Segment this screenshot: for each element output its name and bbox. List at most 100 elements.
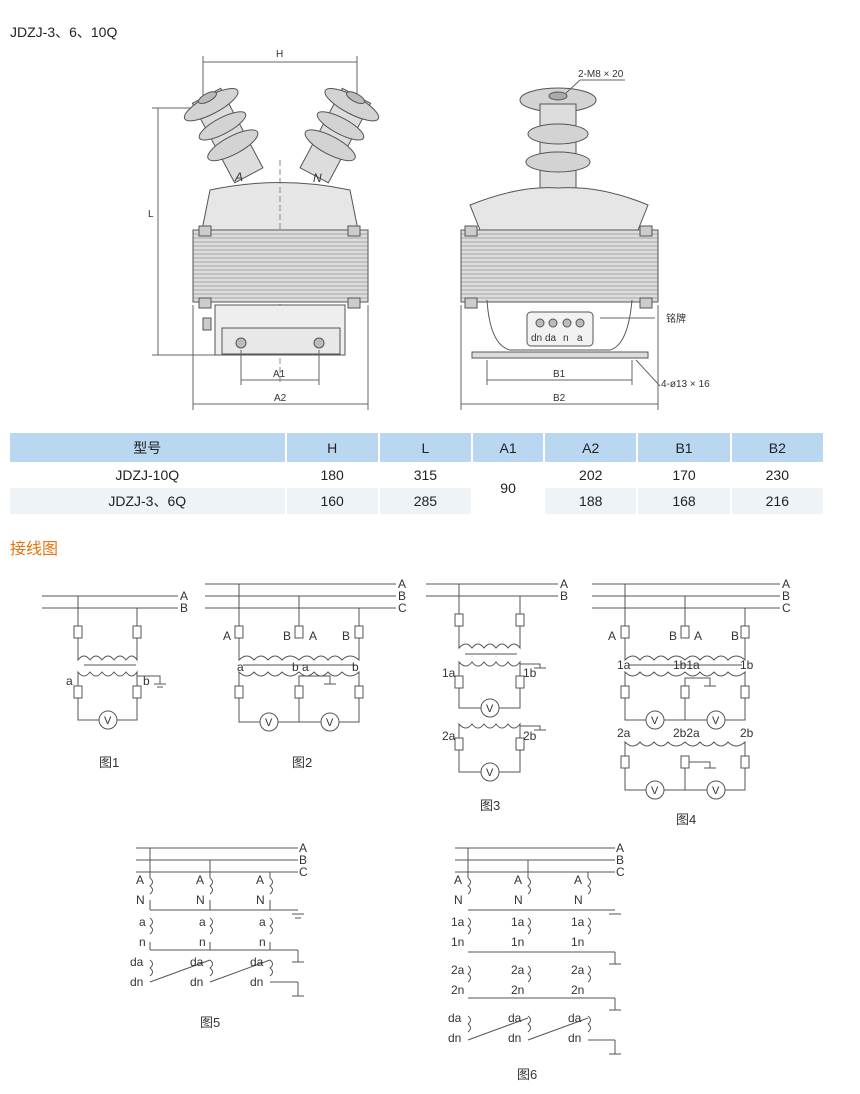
fig3-1b: 1b — [523, 666, 537, 680]
fig6-N-2: N — [514, 893, 523, 907]
fig1-voltmeter: V — [104, 715, 112, 727]
fig6-N-3: N — [574, 893, 583, 907]
fig2-a: a — [237, 660, 244, 674]
spec-table: 型号 H L A1 A2 B1 B2 JDZJ-10Q 180 315 90 2… — [10, 433, 826, 514]
fig6-2a-2: 2a — [511, 963, 525, 977]
cell-h: 180 — [285, 462, 380, 488]
fig5-a-1: a — [139, 915, 146, 929]
fig4-voltmeter-3: V — [651, 785, 659, 797]
fig3-voltmeter-1: V — [486, 703, 494, 715]
col-l: L — [378, 433, 474, 462]
fig5-N-2: N — [196, 893, 205, 907]
cell-l: 285 — [378, 488, 474, 514]
fig5-a-3: a — [259, 915, 266, 929]
fig3-2b: 2b — [523, 729, 537, 743]
fig6-1a-1: 1a — [451, 915, 465, 929]
fig5-col2 — [209, 860, 213, 977]
front-view — [152, 56, 380, 410]
bolt-note: 2-M8 × 20 — [578, 69, 624, 80]
fig3-bus-a: A — [560, 577, 568, 591]
fig2-voltmeter-2: V — [326, 717, 334, 729]
fig2-B: B — [283, 629, 291, 643]
fig6-1n-3: 1n — [571, 935, 584, 949]
wiring-diagrams — [42, 583, 780, 1055]
terminal-n: n — [563, 333, 569, 344]
fig6-dn-1: dn — [448, 1031, 461, 1045]
fig5-n-3: n — [259, 935, 266, 949]
table-row: JDZJ-3、6Q 160 285 188 168 216 — [10, 488, 826, 514]
fig4-1a: 1a — [617, 658, 631, 672]
fig4-A: A — [608, 629, 616, 643]
fig4-voltmeter-4: V — [712, 785, 720, 797]
fig5-A-1: A — [136, 873, 144, 887]
fig2-voltmeter-1: V — [265, 717, 273, 729]
cell-b2: 216 — [730, 488, 826, 514]
fig2-ba: b a — [292, 660, 309, 674]
fig6-da-1: da — [448, 1011, 462, 1025]
fig5-da-2: da — [190, 955, 204, 969]
fig3-voltmeter-2: V — [486, 767, 494, 779]
fig1-b: b — [143, 674, 150, 688]
cell-a2: 202 — [544, 462, 639, 488]
fig5-bus-c: C — [299, 865, 308, 879]
fig5-caption: 图5 — [200, 1015, 220, 1030]
fig4-2a: 2a — [617, 726, 631, 740]
fig3-caption: 图3 — [480, 798, 500, 813]
side-view — [460, 79, 661, 410]
fig2-caption: 图2 — [292, 755, 312, 770]
fig1-bus-b: B — [180, 601, 188, 615]
fig4-2b: 2b — [740, 726, 754, 740]
fig1-caption: 图1 — [99, 755, 119, 770]
fig2-bus-a: A — [398, 577, 406, 591]
fig6-N-1: N — [454, 893, 463, 907]
fig4-caption: 图4 — [676, 812, 696, 827]
col-a1: A1 — [472, 433, 546, 462]
fig5-bus-b: B — [299, 853, 307, 867]
fig4-bus-c: C — [782, 601, 791, 615]
fig6-bus-c: C — [616, 865, 625, 879]
dim-b2-label: B2 — [553, 393, 566, 404]
fig6-da-3: da — [568, 1011, 582, 1025]
fig6-2a-3: 2a — [571, 963, 585, 977]
fig4-B2: B — [731, 629, 739, 643]
fig5-dn-2: dn — [190, 975, 203, 989]
col-h: H — [285, 433, 380, 462]
fig5-da-3: da — [250, 955, 264, 969]
cell-model: JDZJ-3、6Q — [10, 488, 287, 514]
col-b1: B1 — [637, 433, 732, 462]
fig6-2n-2: 2n — [511, 983, 524, 997]
fig2-b: b — [352, 660, 359, 674]
fig6-1a-2: 1a — [511, 915, 525, 929]
fig3-1a: 1a — [442, 666, 456, 680]
nameplate-note: 铭牌 — [666, 312, 686, 325]
cell-model: JDZJ-10Q — [10, 462, 287, 488]
product-title: JDZJ-3、6、10Q — [10, 24, 118, 40]
cell-b1: 170 — [637, 462, 732, 488]
cell-b2: 230 — [730, 462, 826, 488]
fig6-da-2: da — [508, 1011, 522, 1025]
fig5-dn-3: dn — [250, 975, 263, 989]
fig6-caption: 图6 — [517, 1067, 537, 1082]
fig4-B: B — [669, 629, 677, 643]
terminal-a: a — [577, 333, 583, 344]
fig4-1b: 1b — [740, 658, 754, 672]
fig4-2b2a: 2b2a — [673, 726, 700, 740]
fig6-bus-a: A — [616, 841, 624, 855]
fig1-bus-a: A — [180, 589, 188, 603]
fig5-bus-a: A — [299, 841, 307, 855]
fig5-n-1: n — [139, 935, 146, 949]
fig6-2n-1: 2n — [451, 983, 464, 997]
terminal-dn: dn — [531, 333, 542, 344]
cell-a1: 90 — [472, 462, 546, 514]
cell-a2: 188 — [544, 488, 639, 514]
fig6-1n-1: 1n — [451, 935, 464, 949]
cell-h: 160 — [285, 488, 380, 514]
fig4-bus-b: B — [782, 589, 790, 603]
fig4-1b1a: 1b1a — [673, 658, 700, 672]
fig6-dn-2: dn — [508, 1031, 521, 1045]
fig5-A-3: A — [256, 873, 264, 887]
fig3-2a: 2a — [442, 729, 456, 743]
fig5-a-2: a — [199, 915, 206, 929]
fig4-A2: A — [694, 629, 702, 643]
terminal-da: da — [545, 333, 557, 344]
